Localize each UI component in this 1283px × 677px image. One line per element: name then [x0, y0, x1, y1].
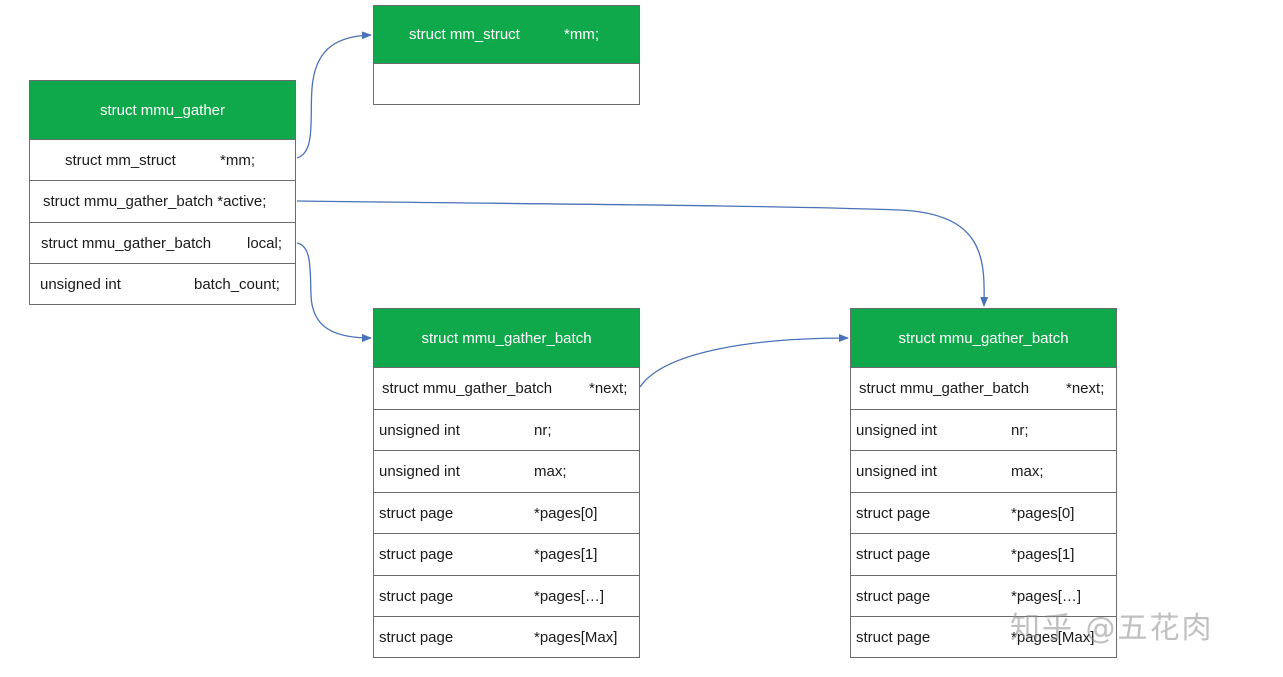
- batch-local-header-title: struct mmu_gather_batch: [421, 329, 592, 347]
- mm-struct-header: struct mm_struct *mm;: [374, 6, 639, 64]
- batch-local-row-field: *pages[0]: [534, 504, 598, 522]
- mmu-gather-header-title: struct mmu_gather: [99, 101, 226, 119]
- batch-next-row-nr: unsigned int nr;: [851, 410, 1116, 451]
- batch-local-row-field: nr;: [534, 421, 552, 439]
- mm-struct-header-field: *mm;: [564, 26, 599, 43]
- arrow-local-to-batch-local: [296, 242, 372, 342]
- batch-next-row-field: nr;: [1011, 421, 1029, 439]
- batch-local-row-field: *pages[Max]: [534, 628, 618, 646]
- arrow-active-to-batch-next: [296, 200, 989, 307]
- mmu-gather-box: struct mmu_gather struct mm_struct *mm; …: [29, 80, 296, 305]
- batch-next-row-type: struct mmu_gather_batch: [859, 380, 1030, 397]
- batch-local-row-type: struct page: [379, 587, 454, 605]
- batch-next-row-pages-ellipsis: struct page *pages[…]: [851, 576, 1116, 617]
- batch-local-row-pages-max: struct page *pages[Max]: [374, 617, 639, 657]
- batch-local-row-field: *next;: [589, 380, 628, 397]
- mm-struct-header-type: struct mm_struct: [409, 26, 520, 43]
- batch-local-row-pages1: struct page *pages[1]: [374, 534, 639, 576]
- batch-local-row-field: *pages[…]: [534, 587, 605, 605]
- arrow-next-to-batch-next: [639, 334, 849, 388]
- batch-local-row-type: struct page: [379, 504, 454, 522]
- mmu-gather-row-mm: struct mm_struct *mm;: [30, 140, 295, 181]
- mm-struct-box: struct mm_struct *mm;: [373, 5, 640, 105]
- batch-next-header-title: struct mmu_gather_batch: [898, 329, 1069, 347]
- mmu-gather-header: struct mmu_gather: [30, 81, 295, 140]
- batch-next-row-type: struct page: [856, 546, 931, 563]
- batch-local-row-type: unsigned int: [379, 421, 460, 439]
- batch-next-header: struct mmu_gather_batch: [851, 309, 1116, 368]
- mmu-gather-row-batch-count: unsigned int batch_count;: [30, 264, 295, 304]
- batch-local-row-field: max;: [534, 463, 567, 480]
- batch-local-box: struct mmu_gather_batch struct mmu_gathe…: [373, 308, 640, 658]
- batch-local-row-type: struct mmu_gather_batch: [382, 380, 553, 397]
- batch-next-row-field: *pages[0]: [1011, 504, 1075, 522]
- batch-next-row-next: struct mmu_gather_batch *next;: [851, 368, 1116, 410]
- batch-local-row-type: unsigned int: [379, 463, 460, 480]
- batch-next-row-type: struct page: [856, 628, 931, 646]
- batch-next-row-pages-max: struct page *pages[Max]: [851, 617, 1116, 657]
- mmu-gather-row-type: struct mmu_gather_batch: [41, 234, 212, 252]
- batch-local-row-max: unsigned int max;: [374, 451, 639, 493]
- batch-local-row-type: struct page: [379, 546, 454, 563]
- batch-local-header: struct mmu_gather_batch: [374, 309, 639, 368]
- batch-local-row-pages0: struct page *pages[0]: [374, 493, 639, 534]
- batch-next-row-type: struct page: [856, 504, 931, 522]
- mm-struct-body: [374, 64, 639, 104]
- batch-next-row-pages0: struct page *pages[0]: [851, 493, 1116, 534]
- batch-local-row-next: struct mmu_gather_batch *next;: [374, 368, 639, 410]
- batch-local-row-type: struct page: [379, 628, 454, 646]
- batch-next-row-type: unsigned int: [856, 463, 937, 480]
- mmu-gather-row-field: *mm;: [220, 151, 255, 169]
- batch-next-row-field: *next;: [1066, 380, 1105, 397]
- watermark: 知乎 @五花肉: [1010, 611, 1214, 646]
- batch-next-row-type: unsigned int: [856, 421, 937, 439]
- batch-next-row-type: struct page: [856, 587, 931, 605]
- batch-next-row-max: unsigned int max;: [851, 451, 1116, 493]
- mmu-gather-row-active: struct mmu_gather_batch *active;: [30, 181, 295, 223]
- batch-local-row-nr: unsigned int nr;: [374, 410, 639, 451]
- batch-next-box: struct mmu_gather_batch struct mmu_gathe…: [850, 308, 1117, 658]
- mmu-gather-row-field: batch_count;: [194, 275, 280, 293]
- batch-next-row-pages1: struct page *pages[1]: [851, 534, 1116, 576]
- batch-local-row-pages-ellipsis: struct page *pages[…]: [374, 576, 639, 617]
- batch-local-row-field: *pages[1]: [534, 546, 598, 563]
- batch-next-row-field: *pages[Max]: [1011, 628, 1095, 646]
- batch-next-row-field: *pages[1]: [1011, 546, 1075, 563]
- arrow-mm-to-mm-struct: [296, 31, 372, 159]
- batch-next-row-field: *pages[…]: [1011, 587, 1082, 605]
- mmu-gather-row-field: local;: [247, 234, 283, 252]
- batch-next-row-field: max;: [1011, 463, 1044, 480]
- mmu-gather-row-local: struct mmu_gather_batch local;: [30, 223, 295, 264]
- mmu-gather-row-type: struct mmu_gather_batch *active;: [43, 193, 267, 210]
- mmu-gather-row-type: struct mm_struct: [65, 151, 176, 169]
- mmu-gather-row-type: unsigned int: [40, 275, 121, 293]
